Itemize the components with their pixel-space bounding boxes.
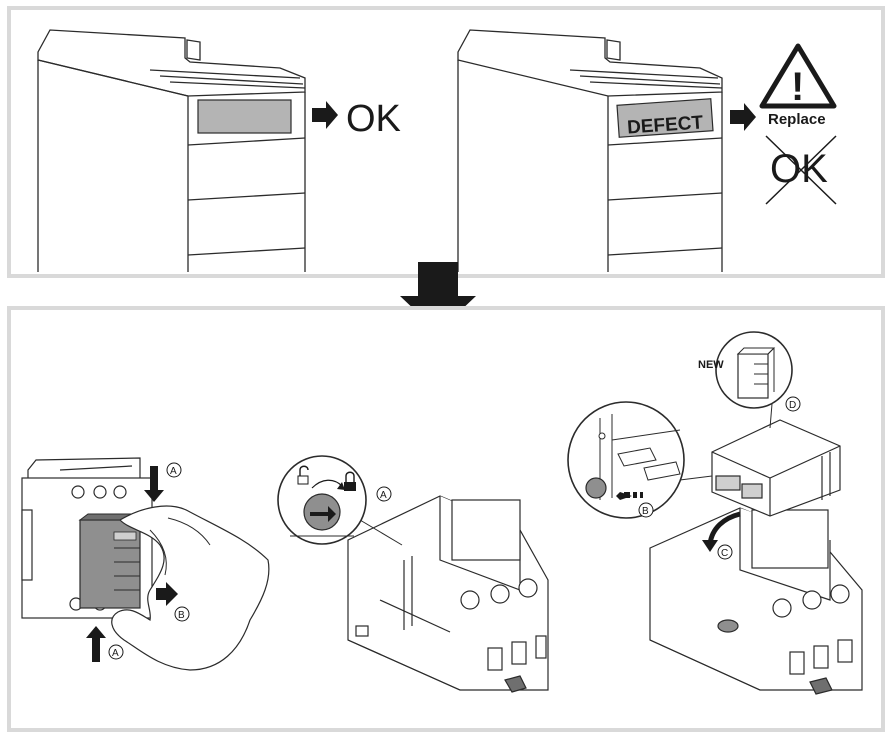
bottom-panel: A A B: [7, 306, 885, 732]
step-a-label: A: [380, 490, 387, 501]
new-plug-module: [711, 419, 841, 517]
lock-detail-zoom: [277, 455, 403, 546]
base-unit-middle: [347, 495, 549, 693]
cross-line: [765, 135, 837, 205]
step-badge: [108, 644, 124, 660]
step-a-label: A: [112, 648, 119, 659]
step-badge: [166, 462, 182, 478]
rotate-arrow-icon: [311, 479, 343, 489]
lock-open-icon: [299, 465, 309, 476]
status-window-defect: [616, 98, 714, 138]
hand-finger-line: [149, 529, 167, 576]
hand-finger-line: [167, 517, 211, 546]
warning-symbol: !: [791, 65, 804, 109]
arrow-right-icon: [730, 103, 756, 131]
device-ok: [37, 29, 306, 272]
step-badge: [717, 544, 733, 560]
lock-closed-icon: [345, 471, 355, 482]
step-badge: [376, 486, 392, 502]
new-label: NEW: [698, 359, 724, 371]
top-panel: OK DEFECT ! Replace OK: [7, 6, 885, 278]
arrow-down-icon: [144, 466, 164, 502]
ok-label: OK: [346, 98, 401, 140]
hand-icon: [111, 505, 270, 671]
step-d-label: D: [789, 400, 796, 411]
plug-module-left: [78, 513, 148, 609]
new-module-icon: [737, 353, 769, 399]
step-b-label: B: [178, 610, 185, 621]
step-badge: [638, 502, 654, 518]
arrow-right-icon: [156, 582, 178, 606]
lock-closed-body: [344, 482, 356, 491]
step-b-label: B: [642, 506, 649, 517]
replace-label: Replace: [768, 111, 826, 128]
lock-knob: [585, 477, 607, 499]
arrow-right-icon: [312, 101, 338, 129]
step-badge: [174, 606, 190, 622]
step-c-label: C: [721, 548, 728, 559]
new-module-zoom: [715, 331, 793, 429]
arrow-up-icon: [86, 626, 106, 662]
lock-open-body: [297, 475, 309, 485]
insert-arrow-head: [702, 540, 718, 552]
arrow-down-icon: [400, 262, 476, 332]
step-a-label: A: [170, 466, 177, 477]
device-defect: [457, 29, 723, 272]
rotate-arrow-head: [337, 482, 345, 490]
connector-detail-zoom: [567, 401, 713, 519]
warning-triangle-icon: !: [759, 43, 837, 109]
step-badge: [785, 396, 801, 412]
arrow-right-icon: [310, 506, 336, 522]
status-window-ok: [197, 99, 292, 134]
base-unit-right: [649, 507, 863, 695]
